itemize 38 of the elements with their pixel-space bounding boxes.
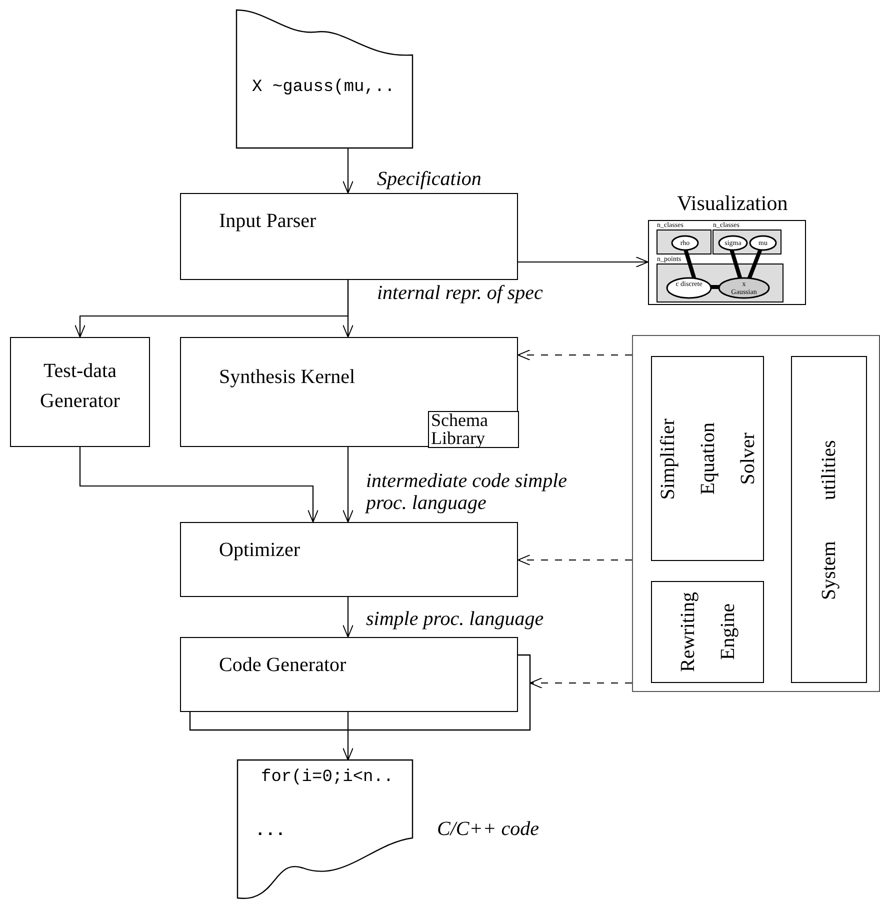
edge-label: simple proc. language bbox=[366, 608, 544, 630]
arrow bbox=[518, 256, 648, 268]
arrow bbox=[342, 712, 354, 760]
component-label: System utilities bbox=[817, 440, 841, 600]
process-box bbox=[180, 337, 518, 447]
code-text: ... bbox=[255, 822, 286, 841]
arrow bbox=[342, 148, 354, 194]
output-caption: C/C++ code bbox=[437, 818, 539, 841]
dashed-arrow bbox=[518, 350, 632, 360]
edge-label: internal repr. of spec bbox=[377, 282, 543, 304]
arrow bbox=[342, 280, 354, 338]
component-label: Simplifier Equation Solver bbox=[656, 416, 760, 502]
component-label: Optimizer bbox=[219, 539, 300, 562]
component-label: Schema Library bbox=[431, 411, 489, 447]
process-box bbox=[180, 637, 518, 712]
dashed-arrow bbox=[530, 678, 632, 688]
process-box bbox=[180, 193, 518, 280]
process-box bbox=[10, 337, 150, 447]
edge-label: Specification bbox=[377, 168, 482, 190]
code-text: X ~gauss(mu,.. bbox=[252, 78, 395, 97]
process-box bbox=[428, 411, 519, 448]
process-box bbox=[791, 356, 867, 683]
arrow bbox=[79, 447, 318, 522]
component-label: Synthesis Kernel bbox=[219, 366, 356, 389]
process-box bbox=[180, 522, 518, 597]
process-box bbox=[651, 581, 764, 683]
component-label: Rewriting Engine bbox=[676, 592, 740, 672]
component-label: Test-data Generator bbox=[39, 359, 121, 414]
dashed-arrow bbox=[518, 554, 632, 566]
document-shape bbox=[236, 10, 413, 148]
container-box bbox=[632, 335, 880, 692]
component-label: Input Parser bbox=[219, 210, 316, 233]
process-box bbox=[651, 356, 764, 561]
arrow bbox=[342, 447, 354, 522]
panel-heading: Visualization bbox=[677, 191, 788, 216]
arrow bbox=[342, 597, 354, 638]
component-label: Code Generator bbox=[219, 654, 346, 677]
code-text: for(i=0;i<n.. bbox=[261, 768, 394, 787]
